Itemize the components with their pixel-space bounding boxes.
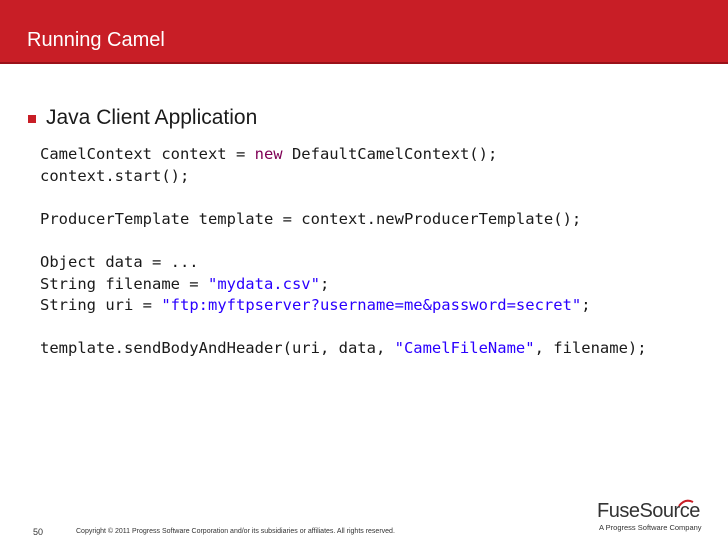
code-line: String filename = "mydata.csv"; bbox=[40, 274, 647, 296]
code-line: template.sendBodyAndHeader(uri, data, "C… bbox=[40, 338, 647, 360]
code-line: Object data = ... bbox=[40, 252, 647, 274]
slide-title: Running Camel bbox=[27, 29, 165, 51]
code-text: ; bbox=[319, 274, 330, 293]
code-text: DefaultCamelContext(); bbox=[282, 145, 498, 163]
code-keyword: new bbox=[254, 145, 283, 163]
code-text: String uri = bbox=[40, 296, 162, 315]
code-text: String filename = bbox=[40, 274, 208, 293]
square-bullet-icon bbox=[28, 114, 36, 123]
code-line: ProducerTemplate template = context.newP… bbox=[40, 209, 647, 231]
slide-header: Running Camel bbox=[0, 0, 728, 62]
code-text: CamelContext context = bbox=[40, 145, 255, 163]
code-string: "ftp:myftpserver?username=me&password=se… bbox=[161, 296, 582, 315]
code-string: "CamelFileName" bbox=[394, 339, 535, 358]
logo-tagline: A Progress Software Company bbox=[599, 523, 702, 532]
copyright-notice: Copyright © 2011 Progress Software Corpo… bbox=[76, 528, 395, 535]
code-text: template.sendBodyAndHeader(uri, data, bbox=[40, 339, 395, 358]
code-line bbox=[40, 230, 647, 252]
code-line: String uri = "ftp:myftpserver?username=m… bbox=[40, 295, 647, 317]
code-line: context.start(); bbox=[40, 166, 647, 188]
header-divider bbox=[0, 62, 728, 64]
logo-wordmark: FuseSource bbox=[597, 500, 700, 522]
code-string: "mydata.csv" bbox=[207, 274, 320, 293]
code-line bbox=[40, 187, 647, 209]
code-text: , filename); bbox=[534, 339, 647, 358]
bullet-text: Java Client Application bbox=[46, 106, 258, 129]
code-text: context.start(); bbox=[40, 166, 190, 185]
bullet-item: Java Client Application bbox=[28, 106, 257, 130]
code-text: ProducerTemplate template = context.newP… bbox=[40, 209, 582, 228]
fusesource-logo: FuseSource A Progress Software Company bbox=[597, 499, 702, 532]
logo-swoosh-icon bbox=[678, 499, 694, 507]
code-text: Object data = ... bbox=[40, 252, 199, 271]
code-line bbox=[40, 317, 647, 339]
page-number: 50 bbox=[33, 527, 44, 537]
code-block: CamelContext context = new DefaultCamelC… bbox=[40, 144, 647, 360]
code-line: CamelContext context = new DefaultCamelC… bbox=[40, 144, 647, 166]
code-text: ; bbox=[581, 296, 591, 315]
